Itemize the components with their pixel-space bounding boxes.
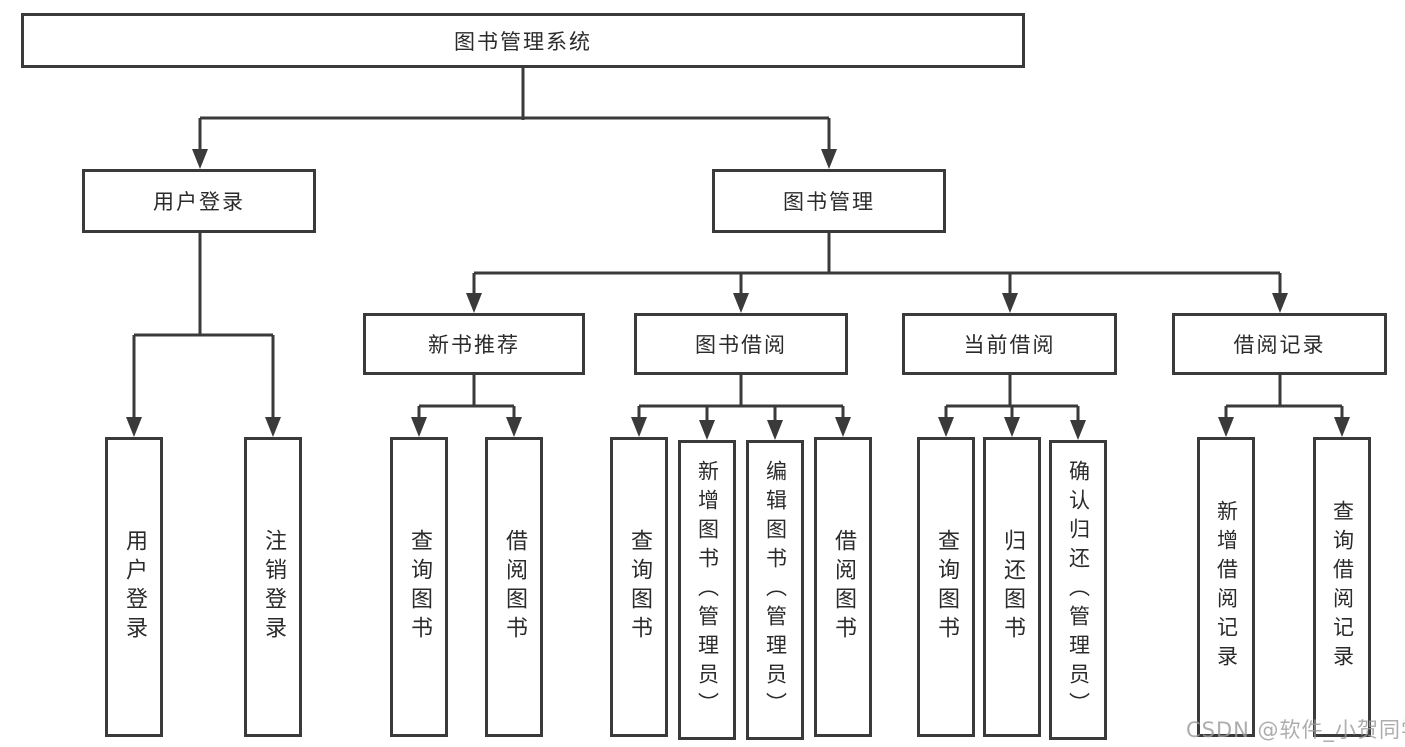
leaf-label: 查询图书 xyxy=(407,529,432,645)
arrow-down-icon xyxy=(1272,293,1288,313)
node-label: 图书管理系统 xyxy=(454,29,592,54)
leaf-borrowing-borrow-books: 借阅图书 xyxy=(814,437,872,737)
leaf-label: 查询借阅记录 xyxy=(1330,500,1355,674)
node-label: 图书借阅 xyxy=(695,333,787,357)
arrowheads xyxy=(126,149,1350,440)
node-user-login: 用户登录 xyxy=(82,169,316,233)
connector-paths xyxy=(132,68,1344,423)
node-label: 借阅记录 xyxy=(1233,333,1326,357)
connector-bookmgmt-to-level3 xyxy=(472,233,1282,296)
leaf-current-return-books: 归还图书 xyxy=(983,437,1041,737)
arrow-down-icon xyxy=(821,149,837,169)
node-new-book-recommendation: 新书推荐 xyxy=(363,313,585,375)
node-borrowing-records: 借阅记录 xyxy=(1172,313,1387,375)
node-book-management: 图书管理 xyxy=(712,169,946,233)
arrow-down-icon xyxy=(938,417,954,437)
connector-current-to-leaves xyxy=(944,375,1080,423)
csdn-watermark: CSDN @软件_小贺同学 xyxy=(1186,718,1405,742)
arrow-down-icon xyxy=(733,293,749,313)
arrow-down-icon xyxy=(506,417,522,437)
arrow-down-icon xyxy=(1002,293,1018,313)
leaf-current-query-books: 查询图书 xyxy=(917,437,975,737)
arrow-down-icon xyxy=(1334,417,1350,437)
leaf-label: 确认归还（管理员） xyxy=(1066,459,1091,721)
leaf-recommend-borrow-books: 借阅图书 xyxy=(485,437,543,737)
leaf-label: 编辑图书（管理员） xyxy=(763,459,788,721)
connector-borrowing-to-leaves xyxy=(637,375,845,423)
leaf-logout: 注销登录 xyxy=(244,437,302,737)
leaf-label: 查询图书 xyxy=(934,529,959,645)
connector-userlogin-to-leaves xyxy=(132,233,275,420)
leaf-borrowing-add-books-admin: 新增图书（管理员） xyxy=(678,440,736,740)
leaf-label: 用户登录 xyxy=(122,529,147,645)
arrow-down-icon xyxy=(1070,420,1086,440)
node-label: 图书管理 xyxy=(783,190,875,214)
connector-root-to-level2 xyxy=(198,68,831,152)
leaf-recommend-query-books: 查询图书 xyxy=(390,437,448,737)
leaf-label: 新增图书（管理员） xyxy=(695,459,720,721)
arrow-down-icon xyxy=(466,293,482,313)
node-library-management-system: 图书管理系统 xyxy=(21,13,1025,68)
arrow-down-icon xyxy=(1004,417,1020,437)
arrow-down-icon xyxy=(265,417,281,437)
leaf-label: 归还图书 xyxy=(1000,529,1025,645)
node-current-borrowing: 当前借阅 xyxy=(902,313,1117,375)
leaf-user-login: 用户登录 xyxy=(105,437,163,737)
arrow-down-icon xyxy=(631,417,647,437)
leaf-borrowing-query-books: 查询图书 xyxy=(610,437,668,737)
node-label: 用户登录 xyxy=(153,190,245,214)
node-book-borrowing: 图书借阅 xyxy=(634,313,848,375)
arrow-down-icon xyxy=(699,420,715,440)
leaf-label: 借阅图书 xyxy=(502,529,527,645)
arrow-down-icon xyxy=(411,417,427,437)
leaf-label: 新增借阅记录 xyxy=(1214,500,1239,674)
arrow-down-icon xyxy=(192,149,208,169)
node-label: 当前借阅 xyxy=(963,333,1056,357)
connector-newbook-to-leaves xyxy=(417,375,516,420)
leaf-current-confirm-return-admin: 确认归还（管理员） xyxy=(1049,440,1107,740)
leaf-label: 注销登录 xyxy=(261,529,286,645)
leaf-records-query-record: 查询借阅记录 xyxy=(1313,437,1371,737)
leaf-label: 查询图书 xyxy=(627,529,652,645)
arrow-down-icon xyxy=(1218,417,1234,437)
leaf-records-add-record: 新增借阅记录 xyxy=(1197,437,1255,737)
node-label: 新书推荐 xyxy=(428,333,520,357)
connector-records-to-leaves xyxy=(1224,375,1344,420)
arrow-down-icon xyxy=(126,417,142,437)
leaf-borrowing-edit-books-admin: 编辑图书（管理员） xyxy=(746,440,804,740)
arrow-down-icon xyxy=(767,420,783,440)
leaf-label: 借阅图书 xyxy=(831,529,856,645)
arrow-down-icon xyxy=(835,417,851,437)
